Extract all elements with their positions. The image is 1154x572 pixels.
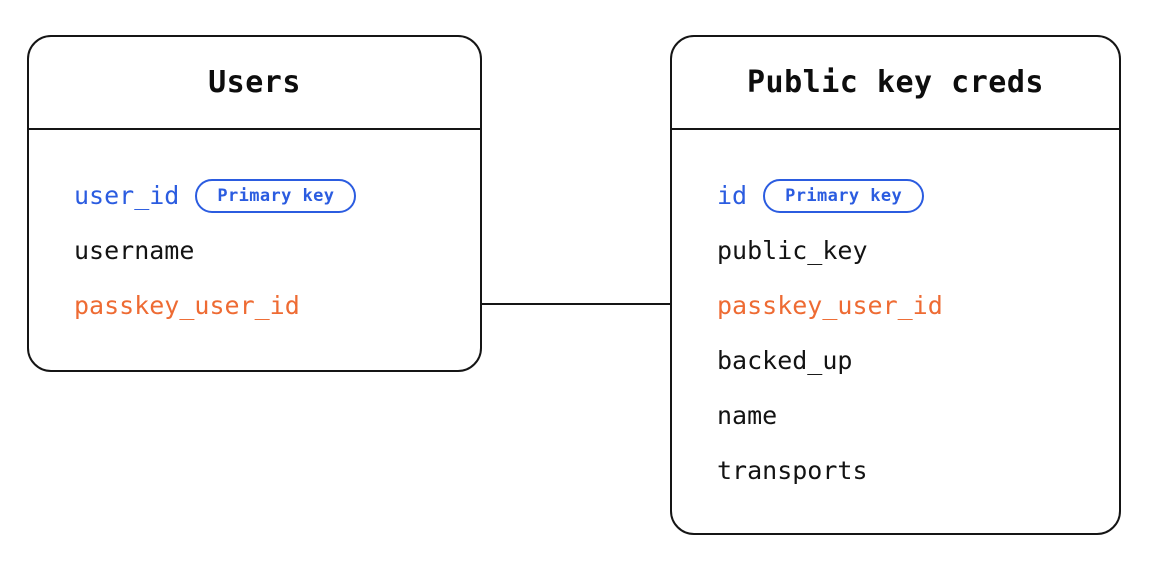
field-name-id: id — [717, 180, 748, 210]
field-name-user-id: user_id — [74, 180, 180, 210]
entity-header-divider — [29, 128, 480, 130]
field-row[interactable]: public_key — [672, 223, 1119, 278]
entity-public-key-creds[interactable]: Public key creds id Primary key public_k… — [670, 35, 1121, 535]
entity-field-list-public-key-creds: id Primary key public_key passkey_user_i… — [672, 130, 1119, 533]
entity-title-users: Users — [208, 65, 301, 100]
field-name-passkey-user-id: passkey_user_id — [74, 290, 300, 320]
field-row[interactable]: backed_up — [672, 333, 1119, 388]
field-name-passkey-user-id: passkey_user_id — [717, 290, 943, 320]
field-row[interactable]: transports — [672, 443, 1119, 498]
entity-users[interactable]: Users user_id Primary key username passk… — [27, 35, 482, 372]
field-name-name: name — [717, 400, 778, 430]
relationship-line-users-to-public-key-creds — [480, 303, 672, 305]
field-row[interactable]: user_id Primary key — [29, 168, 480, 223]
entity-header-divider — [672, 128, 1119, 130]
primary-key-badge: Primary key — [763, 178, 925, 213]
entity-title-public-key-creds: Public key creds — [747, 65, 1044, 100]
field-row[interactable]: passkey_user_id — [29, 278, 480, 333]
field-name-public-key: public_key — [717, 235, 868, 265]
field-name-username: username — [74, 235, 195, 265]
field-name-backed-up: backed_up — [717, 345, 853, 375]
field-row[interactable]: username — [29, 223, 480, 278]
field-row[interactable]: name — [672, 388, 1119, 443]
field-row[interactable]: passkey_user_id — [672, 278, 1119, 333]
entity-field-list-users: user_id Primary key username passkey_use… — [29, 130, 480, 370]
field-name-transports: transports — [717, 455, 868, 485]
field-row[interactable]: id Primary key — [672, 168, 1119, 223]
primary-key-badge: Primary key — [195, 178, 357, 213]
